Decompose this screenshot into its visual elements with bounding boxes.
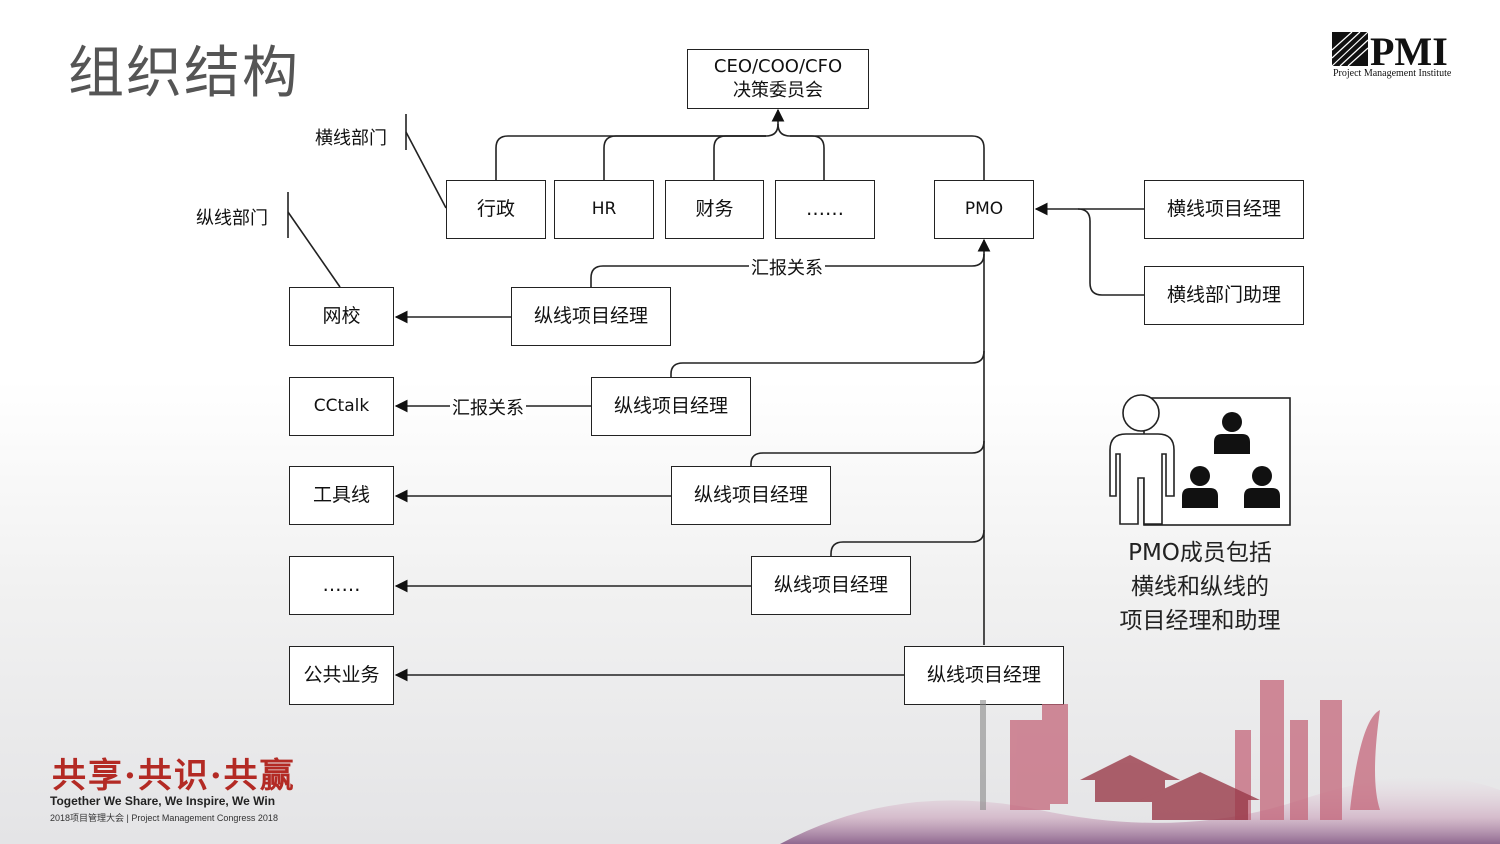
vertical-pm-box: 纵线项目经理 [511, 287, 671, 346]
pmi-brand-text: PMI [1370, 29, 1448, 74]
vdept-box-tools: 工具线 [289, 466, 394, 525]
people-icon [1109, 394, 1291, 526]
callout-horizontal-dept: 横线部门 [315, 128, 387, 149]
skyline-illustration [780, 680, 1500, 844]
callout-vertical-dept: 纵线部门 [196, 208, 268, 229]
pmo-note-line: 项目经理和助理 [1119, 608, 1281, 634]
pmo-note: PMO成员包括 横线和纵线的 项目经理和助理 [1100, 536, 1300, 638]
pmo-box: PMO [934, 180, 1034, 239]
dept-box-more: …… [775, 180, 875, 239]
report-relation-label: 汇报关系 [450, 394, 526, 420]
ceo-box-line1: CEO/COO/CFO [713, 55, 843, 77]
vdept-box-public: 公共业务 [289, 646, 394, 705]
ceo-box-line2: 决策委员会 [733, 80, 823, 101]
dept-box-admin: 行政 [446, 180, 546, 239]
pmo-note-line: PMO成员包括 [1128, 540, 1272, 566]
horizontal-assistant-box: 横线部门助理 [1144, 266, 1304, 325]
ceo-committee-box: CEO/COO/CFO 决策委员会 [687, 49, 869, 109]
footer-english: Together We Share, We Inspire, We Win [50, 794, 276, 808]
pmi-logo-icon: PMI [1331, 29, 1448, 74]
dept-box-hr: HR [554, 180, 654, 239]
dept-box-finance: 财务 [665, 180, 764, 239]
page-title: 组织结构 [68, 41, 300, 106]
vdept-box-cctalk: CCtalk [289, 377, 394, 436]
pmi-subtitle: Project Management Institute [1333, 68, 1452, 79]
vdept-box-more: …… [289, 556, 394, 615]
vertical-pm-box: 纵线项目经理 [751, 556, 911, 615]
footer-small-text: 2018项目管理大会 | Project Management Congress… [50, 813, 278, 823]
vertical-pm-box: 纵线项目经理 [591, 377, 751, 436]
vertical-pm-box: 纵线项目经理 [671, 466, 831, 525]
horizontal-pm-box: 横线项目经理 [1144, 180, 1304, 239]
vdept-box-online-school: 网校 [289, 287, 394, 346]
report-relation-label: 汇报关系 [749, 254, 825, 280]
footer-slogan: 共享·共识·共赢 [52, 756, 296, 796]
pmo-note-line: 横线和纵线的 [1131, 574, 1269, 600]
